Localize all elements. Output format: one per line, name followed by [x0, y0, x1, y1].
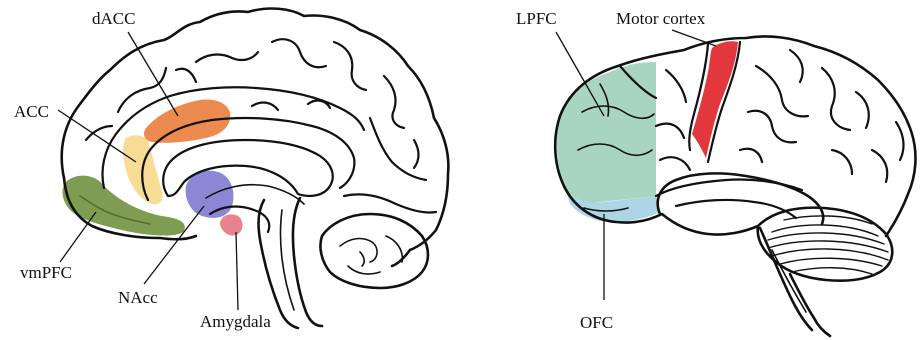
medial-gyrus-8 [414, 140, 419, 168]
temporal-gyrus-1 [740, 149, 762, 162]
amygdala-region [220, 214, 243, 235]
dacc-label: dACC [92, 9, 135, 28]
nacc-region [186, 171, 234, 218]
medial-cerebellum-folia-2 [386, 236, 402, 262]
lateral-brainstem [760, 228, 830, 336]
medial-brain-view [62, 9, 449, 328]
cerebellum-folia-3 [768, 241, 888, 252]
vmpfc-region [63, 176, 185, 236]
ofc-label: OFC [580, 313, 613, 332]
vmpfc-label: vmPFC [20, 263, 72, 282]
motor-cortex-label: Motor cortex [616, 9, 706, 28]
parietal-sulcus-4 [748, 111, 796, 143]
medial-gyrus-6 [334, 42, 366, 90]
sylvian-fissure [656, 179, 802, 196]
parietal-sulcus-1 [756, 66, 808, 116]
medial-gyrus-9 [252, 103, 278, 110]
temporal-lobe [658, 173, 824, 224]
cerebellum-folia-1 [772, 225, 878, 236]
frontal-sulcus-4 [660, 157, 690, 170]
dacc-region [144, 100, 230, 143]
medial-gyrus-3 [196, 52, 258, 62]
lateral-brain-view [555, 36, 915, 236]
medial-cerebellum-folia-3 [348, 266, 380, 274]
cerebellum-folia-5 [780, 258, 882, 266]
medial-gyrus-5 [272, 39, 326, 67]
occipital-sulcus-3 [896, 122, 903, 160]
medial-cerebellum [320, 214, 428, 288]
medial-gyrus-4 [176, 69, 196, 82]
acc-leader [58, 110, 136, 162]
frontal-sulcus-2 [656, 124, 684, 138]
medial-gyrus-1 [118, 68, 166, 112]
lpfc-label: LPFC [516, 9, 557, 28]
motor-cortex-leader [672, 30, 716, 46]
occipital-sulcus-1 [872, 150, 887, 182]
brainstem [259, 200, 299, 328]
parietal-sulcus-3 [822, 68, 850, 130]
superior-temporal-sulcus [676, 200, 796, 218]
brainstem-line [281, 210, 295, 310]
amygdala-leader [236, 232, 238, 310]
frontal-sulcus-3 [666, 70, 686, 102]
parietal-sulcus-5 [856, 92, 869, 128]
acc-label: ACC [14, 102, 49, 121]
parietal-sulcus-2 [790, 50, 803, 82]
amygdala-label: Amygdala [200, 312, 271, 331]
cerebellum-folia-2 [768, 233, 884, 244]
cerebellum-folia-6 [792, 268, 872, 274]
lpfc-region [557, 62, 656, 202]
medial-cerebellum-folia-1 [340, 239, 377, 262]
vmpfc-leader [60, 212, 96, 262]
medial-cerebellum-folia-4 [360, 252, 364, 266]
brainstem-front [293, 198, 322, 326]
calcarine-sulcus [344, 194, 436, 212]
cerebellum-folia-7 [784, 216, 872, 224]
occipital-sulcus-2 [832, 150, 852, 174]
medial-gyrus-7 [384, 76, 404, 128]
nacc-label: NAcc [118, 288, 158, 307]
